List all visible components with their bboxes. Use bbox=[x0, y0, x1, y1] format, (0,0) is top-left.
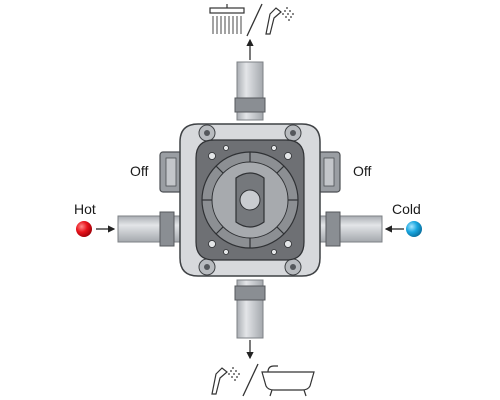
cold-indicator-dot bbox=[406, 221, 422, 237]
hot-label: Hot bbox=[74, 201, 96, 217]
hot-indicator-dot bbox=[76, 221, 92, 237]
inlet-pipe-hot bbox=[117, 211, 181, 247]
off-label-left: Off bbox=[130, 163, 149, 179]
overhead-shower-icon bbox=[209, 4, 245, 34]
outlet-pipe-top bbox=[234, 61, 266, 121]
hand-shower-icon-bottom bbox=[211, 367, 240, 395]
inlet-pipe-cold bbox=[319, 211, 383, 247]
off-port-left bbox=[159, 151, 183, 193]
bathtub-icon bbox=[261, 365, 315, 397]
hand-shower-icon-top bbox=[265, 7, 294, 35]
off-label-right: Off bbox=[353, 163, 372, 179]
cold-label: Cold bbox=[392, 201, 421, 217]
off-port-right bbox=[317, 151, 341, 193]
outlet-pipe-bottom bbox=[234, 279, 266, 339]
separator-slash-top bbox=[246, 3, 263, 37]
separator-slash-bottom bbox=[242, 363, 259, 397]
valve-body bbox=[179, 123, 321, 277]
